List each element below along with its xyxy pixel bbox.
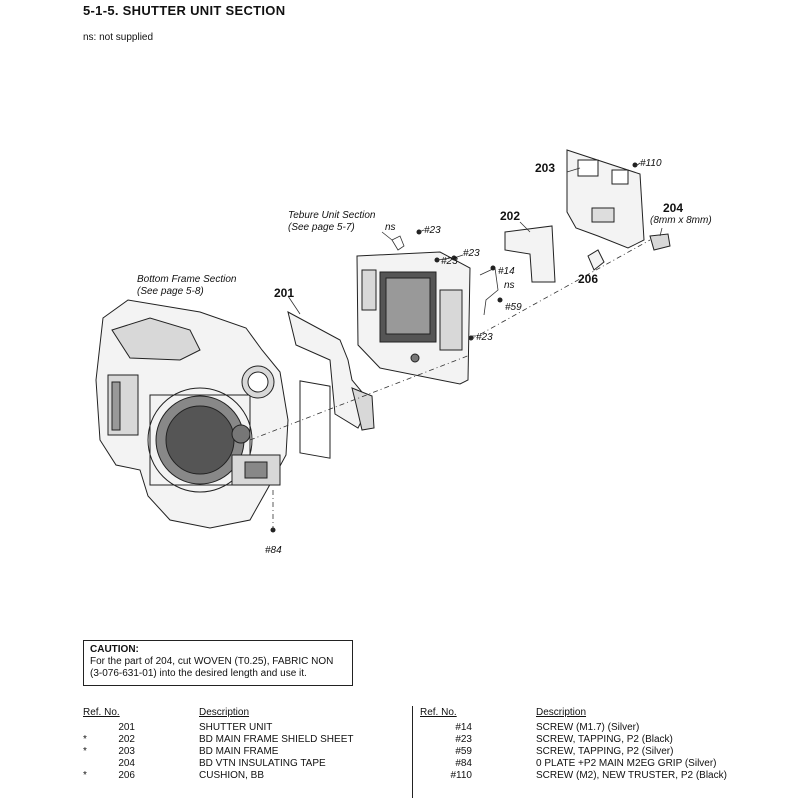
table-row: #14 SCREW (M1.7) (Silver) xyxy=(420,722,750,734)
callout-screw-23-b: #23 xyxy=(463,248,480,259)
bottom-frame-section-ref-line2: (See page 5-8) xyxy=(137,286,204,297)
table-row: #84 0 PLATE +P2 MAIN M2EG GRIP (Silver) xyxy=(420,758,750,770)
column-header-description: Description xyxy=(199,707,250,718)
column-header-ref: Ref. No. xyxy=(420,707,457,718)
part-description: SCREW, TAPPING, P2 (Silver) xyxy=(536,746,674,757)
part-description: SHUTTER UNIT xyxy=(199,722,273,733)
ref-number: 203 xyxy=(118,746,135,757)
callout-204: 204 xyxy=(663,201,683,215)
caution-heading: CAUTION: xyxy=(90,644,139,655)
ref-number: #59 xyxy=(455,746,472,757)
ref-number: 201 xyxy=(118,722,135,733)
main-frame-bracket-part xyxy=(566,149,645,249)
column-header-ref: Ref. No. xyxy=(83,707,120,718)
bracket-part xyxy=(391,235,405,251)
table-row: 204 BD VTN INSULATING TAPE xyxy=(83,758,403,770)
column-header-description: Description xyxy=(536,707,587,718)
callout-screw-14: #14 xyxy=(498,266,515,277)
exploded-view-diagram: Tebure Unit Section (See page 5-7) Botto… xyxy=(95,149,712,556)
tebure-section-ref-line2: (See page 5-7) xyxy=(288,222,355,233)
callout-screw-59: #59 xyxy=(505,302,522,313)
callout-ns-bracket: ns xyxy=(385,222,396,233)
shutter-unit-part xyxy=(287,311,375,459)
callout-201: 201 xyxy=(274,286,294,300)
page-title: 5-1-5. SHUTTER UNIT SECTION xyxy=(83,3,286,18)
leader-lines xyxy=(249,162,663,530)
part-description: SCREW (M1.7) (Silver) xyxy=(536,722,640,733)
caution-box: CAUTION: For the part of 204, cut WOVEN … xyxy=(83,640,353,686)
supply-note: ns: not supplied xyxy=(83,32,154,43)
table-row: #23 SCREW, TAPPING, P2 (Black) xyxy=(420,734,750,746)
supply-mark: * xyxy=(83,746,87,757)
callout-204-size: (8mm x 8mm) xyxy=(650,215,712,226)
clip-part xyxy=(479,267,499,316)
insulating-tape-part xyxy=(649,233,671,251)
ref-number: #14 xyxy=(455,722,472,733)
ref-number: #23 xyxy=(455,734,472,745)
main-frame-board-part xyxy=(356,251,471,385)
callout-202: 202 xyxy=(500,209,520,223)
bottom-frame-section-ref-line1: Bottom Frame Section xyxy=(137,274,237,285)
callout-screw-23-d: #23 xyxy=(476,332,493,343)
supply-mark: * xyxy=(83,734,87,745)
parts-table-right: Ref. No. Description #14 SCREW (M1.7) (Si… xyxy=(420,707,750,782)
caution-line-1: For the part of 204, cut WOVEN (T0.25), … xyxy=(90,656,334,667)
part-description: CUSHION, BB xyxy=(199,770,265,781)
camera-body-illustration xyxy=(95,299,289,529)
shield-sheet-part xyxy=(504,225,556,283)
ref-number: #110 xyxy=(450,770,472,781)
table-divider xyxy=(412,706,413,798)
table-row: * 202 BD MAIN FRAME SHIELD SHEET xyxy=(83,734,403,746)
callout-206: 206 xyxy=(578,272,598,286)
tebure-section-ref-line1: Tebure Unit Section xyxy=(288,210,376,221)
callout-screw-110: #110 xyxy=(640,158,662,169)
part-description: BD VTN INSULATING TAPE xyxy=(199,758,326,769)
callout-screw-23-a: #23 xyxy=(424,225,441,236)
caution-line-2: (3-076-631-01) into the desired length a… xyxy=(90,668,307,679)
part-description: BD MAIN FRAME xyxy=(199,746,279,757)
part-description: SCREW, TAPPING, P2 (Black) xyxy=(536,734,673,745)
callout-screw-23-c: #23 xyxy=(441,256,458,267)
ref-number: 202 xyxy=(118,734,135,745)
callout-screw-84: #84 xyxy=(265,545,282,556)
ref-number: #84 xyxy=(455,758,472,769)
callout-203: 203 xyxy=(535,161,555,175)
ref-number: 204 xyxy=(118,758,135,769)
part-description: SCREW (M2), NEW TRUSTER, P2 (Black) xyxy=(536,770,727,781)
table-row: #59 SCREW, TAPPING, P2 (Silver) xyxy=(420,746,750,758)
ref-number: 206 xyxy=(118,770,135,781)
part-description: 0 PLATE +P2 MAIN M2EG GRIP (Silver) xyxy=(536,758,717,769)
callout-ns-clip: ns xyxy=(504,280,515,291)
table-row: 201 SHUTTER UNIT xyxy=(83,722,403,734)
table-row: #110 SCREW (M2), NEW TRUSTER, P2 (Black) xyxy=(420,770,750,782)
supply-mark: * xyxy=(83,770,87,781)
part-description: BD MAIN FRAME SHIELD SHEET xyxy=(199,734,354,745)
table-row: * 206 CUSHION, BB xyxy=(83,770,403,782)
table-row: * 203 BD MAIN FRAME xyxy=(83,746,403,758)
cushion-part xyxy=(587,249,605,271)
